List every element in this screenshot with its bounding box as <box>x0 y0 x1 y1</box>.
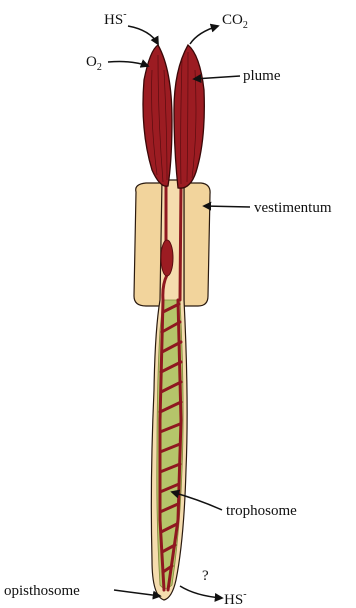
label-hs-bottom: HS- <box>224 589 247 608</box>
label-o2: O2 <box>86 54 102 73</box>
label-co2: CO2 <box>222 12 248 31</box>
label-question: ? <box>202 568 209 584</box>
label-hs-top: HS- <box>104 9 127 28</box>
label-opisthosome: opisthosome <box>4 583 80 599</box>
label-vestimentum: vestimentum <box>254 200 332 216</box>
heart <box>161 240 173 276</box>
label-plume: plume <box>243 68 281 84</box>
plume-body <box>143 45 204 188</box>
label-trophosome: trophosome <box>226 503 297 519</box>
